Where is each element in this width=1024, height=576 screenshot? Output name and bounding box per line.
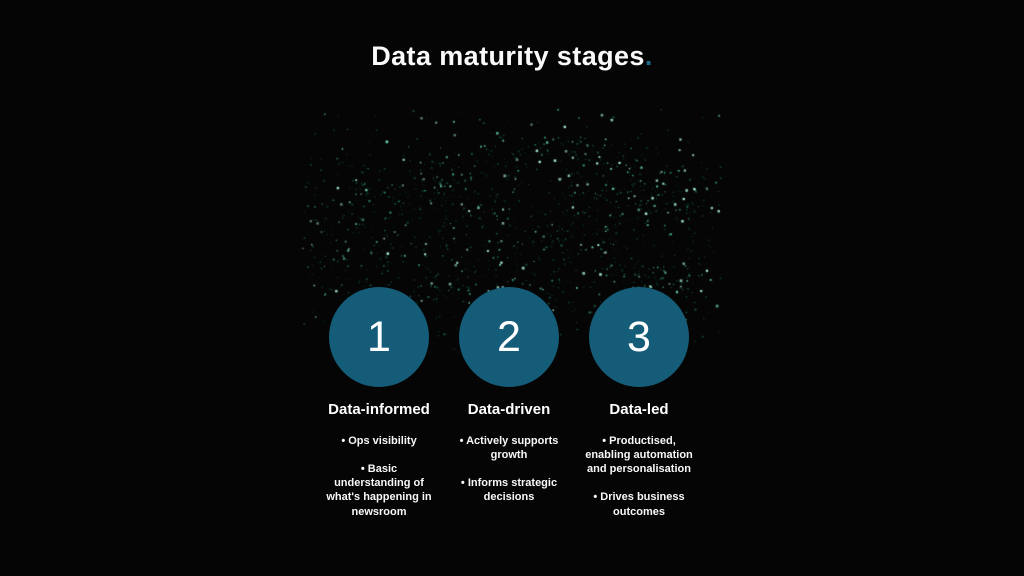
stage-3-bullets: • Productised, enabling automation and p… bbox=[576, 434, 702, 533]
stage-1-circle: 1 bbox=[329, 287, 429, 387]
slide-title: Data maturity stages. bbox=[0, 41, 1024, 72]
stage-1-bullets: • Ops visibility • Basic understanding o… bbox=[316, 434, 442, 533]
bullet-item: • Ops visibility bbox=[341, 434, 417, 447]
stage-3-column: 3 Data-led • Productised, enabling autom… bbox=[574, 287, 704, 533]
bullet-item: • Basic understanding of what's happenin… bbox=[326, 462, 432, 518]
stage-2-bullets: • Actively supports growth • Informs str… bbox=[446, 434, 572, 519]
stage-1-column: 1 Data-informed • Ops visibility • Basic… bbox=[314, 287, 444, 533]
stage-1-title: Data-informed bbox=[328, 401, 430, 418]
stage-3-number: 3 bbox=[627, 312, 651, 361]
stage-1-number: 1 bbox=[367, 312, 391, 361]
stage-2-number: 2 bbox=[497, 312, 521, 361]
stage-3-title: Data-led bbox=[609, 401, 669, 418]
bullet-item: • Drives business outcomes bbox=[593, 491, 685, 518]
stage-3-circle: 3 bbox=[589, 287, 689, 387]
bullet-item: • Actively supports growth bbox=[459, 434, 559, 461]
bullet-item: • Productised, enabling automation and p… bbox=[585, 434, 693, 476]
slide-title-text: Data maturity stages bbox=[371, 41, 645, 71]
bullet-item: • Informs strategic decisions bbox=[460, 477, 558, 504]
stages-row: 1 Data-informed • Ops visibility • Basic… bbox=[314, 287, 704, 533]
stage-2-column: 2 Data-driven • Actively supports growth… bbox=[444, 287, 574, 533]
slide-title-accent-dot: . bbox=[644, 41, 653, 71]
stage-2-title: Data-driven bbox=[467, 401, 551, 418]
stage-2-circle: 2 bbox=[459, 287, 559, 387]
